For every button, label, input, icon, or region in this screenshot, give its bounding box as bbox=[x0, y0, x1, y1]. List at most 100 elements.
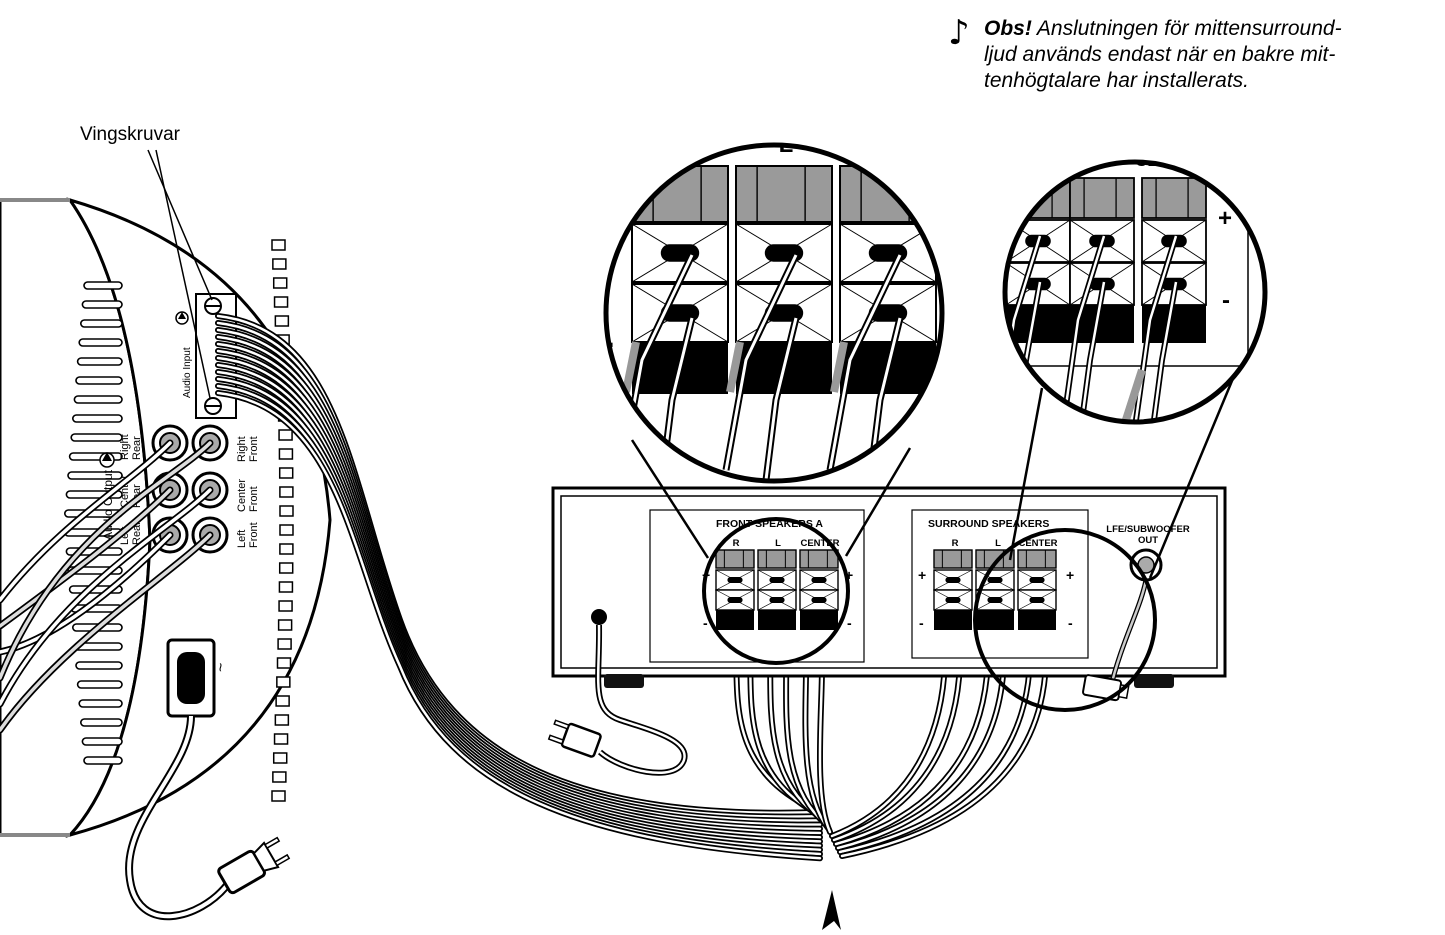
vent-slot bbox=[81, 300, 123, 309]
eighth-note-icon: ♪ bbox=[948, 13, 970, 53]
front-ch-r: R bbox=[733, 538, 740, 549]
vent-slot bbox=[277, 619, 293, 631]
vent-slot bbox=[278, 600, 293, 612]
vent-slot bbox=[278, 448, 294, 460]
zoom-front-title: FRONT SPEAKERS bbox=[630, 90, 921, 123]
note-lead: Obs! bbox=[984, 17, 1032, 40]
receiver-power-jack bbox=[591, 609, 688, 776]
zoom-wire-core bbox=[1005, 235, 1042, 421]
vent-slot bbox=[83, 756, 123, 765]
jack-label-center-front: Center bbox=[236, 479, 248, 512]
console-left-vents bbox=[64, 281, 123, 765]
terminal-hole bbox=[727, 577, 743, 583]
front-speakers-zoom: FRONT SPEAKERS R L CENTER + + - - bbox=[592, 90, 945, 484]
vent-slot bbox=[278, 467, 294, 479]
terminal-hole bbox=[764, 304, 804, 322]
zoom-wire-sleeve bbox=[622, 341, 640, 393]
terminal-base bbox=[934, 610, 972, 630]
terminal-cap bbox=[735, 165, 833, 223]
audio-input-label: Audio Input bbox=[182, 347, 193, 398]
note-line-2: ljud används endast när en bakre mit- bbox=[984, 43, 1336, 66]
vent-slot bbox=[73, 395, 123, 404]
zoom-wire-sleeve bbox=[1120, 368, 1146, 422]
subwoofer-label-out: OUT bbox=[1138, 535, 1158, 546]
vent-slot bbox=[278, 562, 294, 574]
vent-slot bbox=[75, 376, 123, 385]
surround-speakers-zoom: L CENTER + - bbox=[1002, 159, 1268, 425]
vent-slot bbox=[276, 657, 292, 669]
zoom-front-center: CENTER bbox=[831, 131, 930, 158]
vent-slot bbox=[277, 638, 292, 650]
zoom-sur-plus: + bbox=[1218, 205, 1232, 232]
terminal-hole bbox=[868, 304, 908, 322]
arrow-up-icon bbox=[175, 311, 189, 325]
jack-label-right-rear: Right bbox=[119, 434, 131, 460]
zoom-wire-core bbox=[724, 254, 798, 471]
sur-minus-left: - bbox=[919, 615, 924, 631]
terminal-cap bbox=[715, 549, 755, 569]
rca-cables bbox=[0, 439, 214, 734]
terminal-base bbox=[976, 610, 1014, 630]
zoom-wire-sleeve bbox=[830, 341, 848, 393]
vent-slot bbox=[70, 433, 123, 442]
rca-cable-core bbox=[0, 533, 172, 654]
sur-ch-r: R bbox=[952, 538, 959, 549]
vent-slot bbox=[274, 714, 290, 726]
zoom-front-r: R bbox=[669, 131, 686, 158]
terminal-cap bbox=[933, 549, 973, 569]
vent-slot bbox=[272, 752, 288, 764]
jack-label-left-front-2: Front bbox=[248, 522, 260, 548]
sur-ch-center: CENTER bbox=[1018, 538, 1057, 549]
vent-slot bbox=[78, 338, 123, 347]
zoom-front-l: L bbox=[779, 131, 794, 158]
vent-slot bbox=[274, 315, 290, 327]
terminal-cap bbox=[1141, 177, 1207, 219]
vent-slot bbox=[271, 239, 286, 251]
vent-slot bbox=[276, 676, 291, 688]
terminal-hole bbox=[987, 597, 1003, 603]
jack-label-right-front-2: Front bbox=[248, 436, 260, 462]
jack-label-left-front: Left bbox=[236, 530, 248, 548]
vent-slot bbox=[279, 524, 294, 536]
power-plug-icon bbox=[547, 719, 602, 758]
sur-ch-l: L bbox=[995, 538, 1001, 549]
sur-plus-left: + bbox=[918, 567, 926, 583]
front-ch-center: CENTER bbox=[800, 538, 839, 549]
zoom-leader-lines bbox=[630, 375, 1236, 579]
vent-slot bbox=[67, 471, 123, 480]
front-plus-right: + bbox=[845, 567, 853, 583]
terminal-hole bbox=[811, 577, 827, 583]
vent-slot bbox=[80, 319, 123, 328]
zoom-wire-core bbox=[1152, 281, 1178, 421]
note-text: Obs! Anslutningen för mittensurround- lj… bbox=[984, 16, 1404, 94]
front-minus-left: - bbox=[703, 615, 708, 631]
terminal-cap bbox=[1017, 549, 1057, 569]
vent-slot bbox=[81, 737, 123, 746]
rca-cable-core bbox=[0, 441, 212, 680]
terminal-hole bbox=[660, 304, 700, 322]
terminal-hole bbox=[811, 597, 827, 603]
vent-slot bbox=[278, 581, 294, 593]
front-minus-right: - bbox=[847, 615, 852, 631]
receiver-unit: FRONT SPEAKERS A SURROUND SPEAKERS LFE/S… bbox=[547, 486, 1227, 776]
thumbscrew-icon bbox=[204, 297, 222, 315]
front-ch-l: L bbox=[775, 538, 781, 549]
vent-slot bbox=[83, 281, 123, 290]
vent-slot bbox=[76, 680, 123, 689]
ribbon-wire-core bbox=[216, 391, 822, 860]
terminal-hole bbox=[769, 597, 785, 603]
zoom-wire-core bbox=[1062, 235, 1106, 421]
vent-slot bbox=[273, 296, 289, 308]
terminal-hole bbox=[987, 577, 1003, 583]
vent-slot bbox=[278, 429, 293, 441]
power-plug-icon bbox=[217, 836, 291, 895]
zoom-front-plus-left: + bbox=[592, 201, 613, 242]
surround-zoom-marker bbox=[973, 528, 1157, 712]
vent-slot bbox=[272, 771, 287, 783]
terminal-hole bbox=[1029, 577, 1045, 583]
vent-slot bbox=[275, 695, 290, 707]
terminal-cap bbox=[839, 165, 937, 223]
subwoofer-label: LFE/SUBWOOFER bbox=[1106, 524, 1190, 535]
arrow-up-icon bbox=[822, 890, 841, 930]
